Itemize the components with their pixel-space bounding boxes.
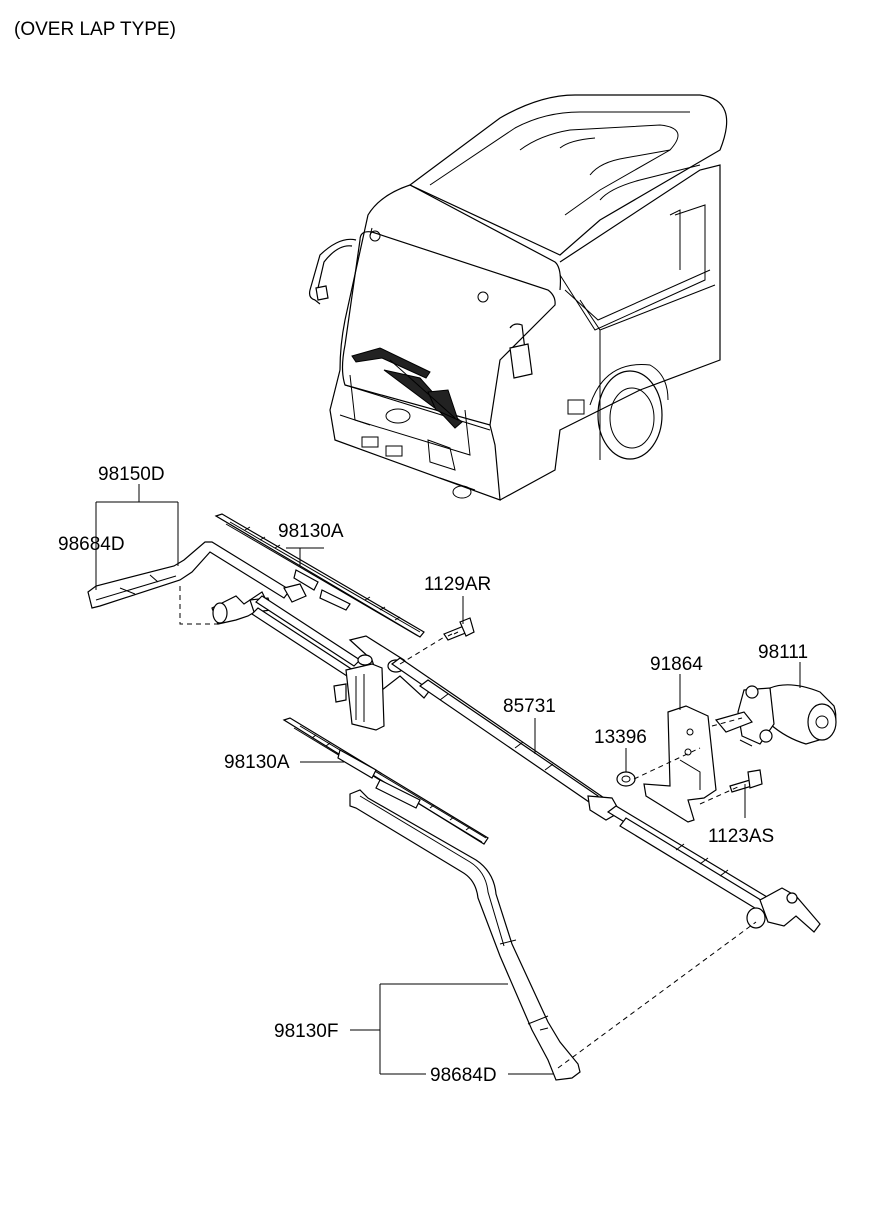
label-98111: 98111 (758, 642, 808, 663)
label-98684d-upper: 98684D (58, 534, 125, 555)
label-91864: 91864 (650, 654, 703, 675)
wiper-motor (714, 684, 837, 747)
washer-13396 (616, 771, 636, 787)
label-1123as: 1123AS (708, 826, 774, 847)
wiper-linkage (211, 591, 821, 933)
bus-illustration (308, 94, 728, 501)
label-13396: 13396 (594, 727, 647, 748)
label-98130a-lower: 98130A (224, 752, 290, 773)
assembly-guide-lines (179, 586, 757, 1069)
label-1129ar: 1129AR (424, 574, 491, 595)
label-98684d-lower: 98684D (430, 1065, 497, 1086)
label-85731: 85731 (503, 696, 556, 717)
callout-leaders (95, 484, 801, 1075)
upper-wiper-blade (214, 513, 425, 638)
label-98130f: 98130F (274, 1021, 338, 1042)
label-98130a-upper: 98130A (278, 521, 344, 542)
overlap-type-note: (OVER LAP TYPE) (14, 19, 176, 40)
bolt-1129ar (443, 617, 475, 641)
bolt-1123as (729, 769, 763, 793)
lower-wiper-blade (282, 717, 489, 845)
motor-bracket (643, 705, 717, 823)
upper-wiper-arm (87, 541, 307, 609)
lower-wiper-arm (349, 789, 581, 1081)
label-98150d: 98150D (98, 464, 165, 485)
